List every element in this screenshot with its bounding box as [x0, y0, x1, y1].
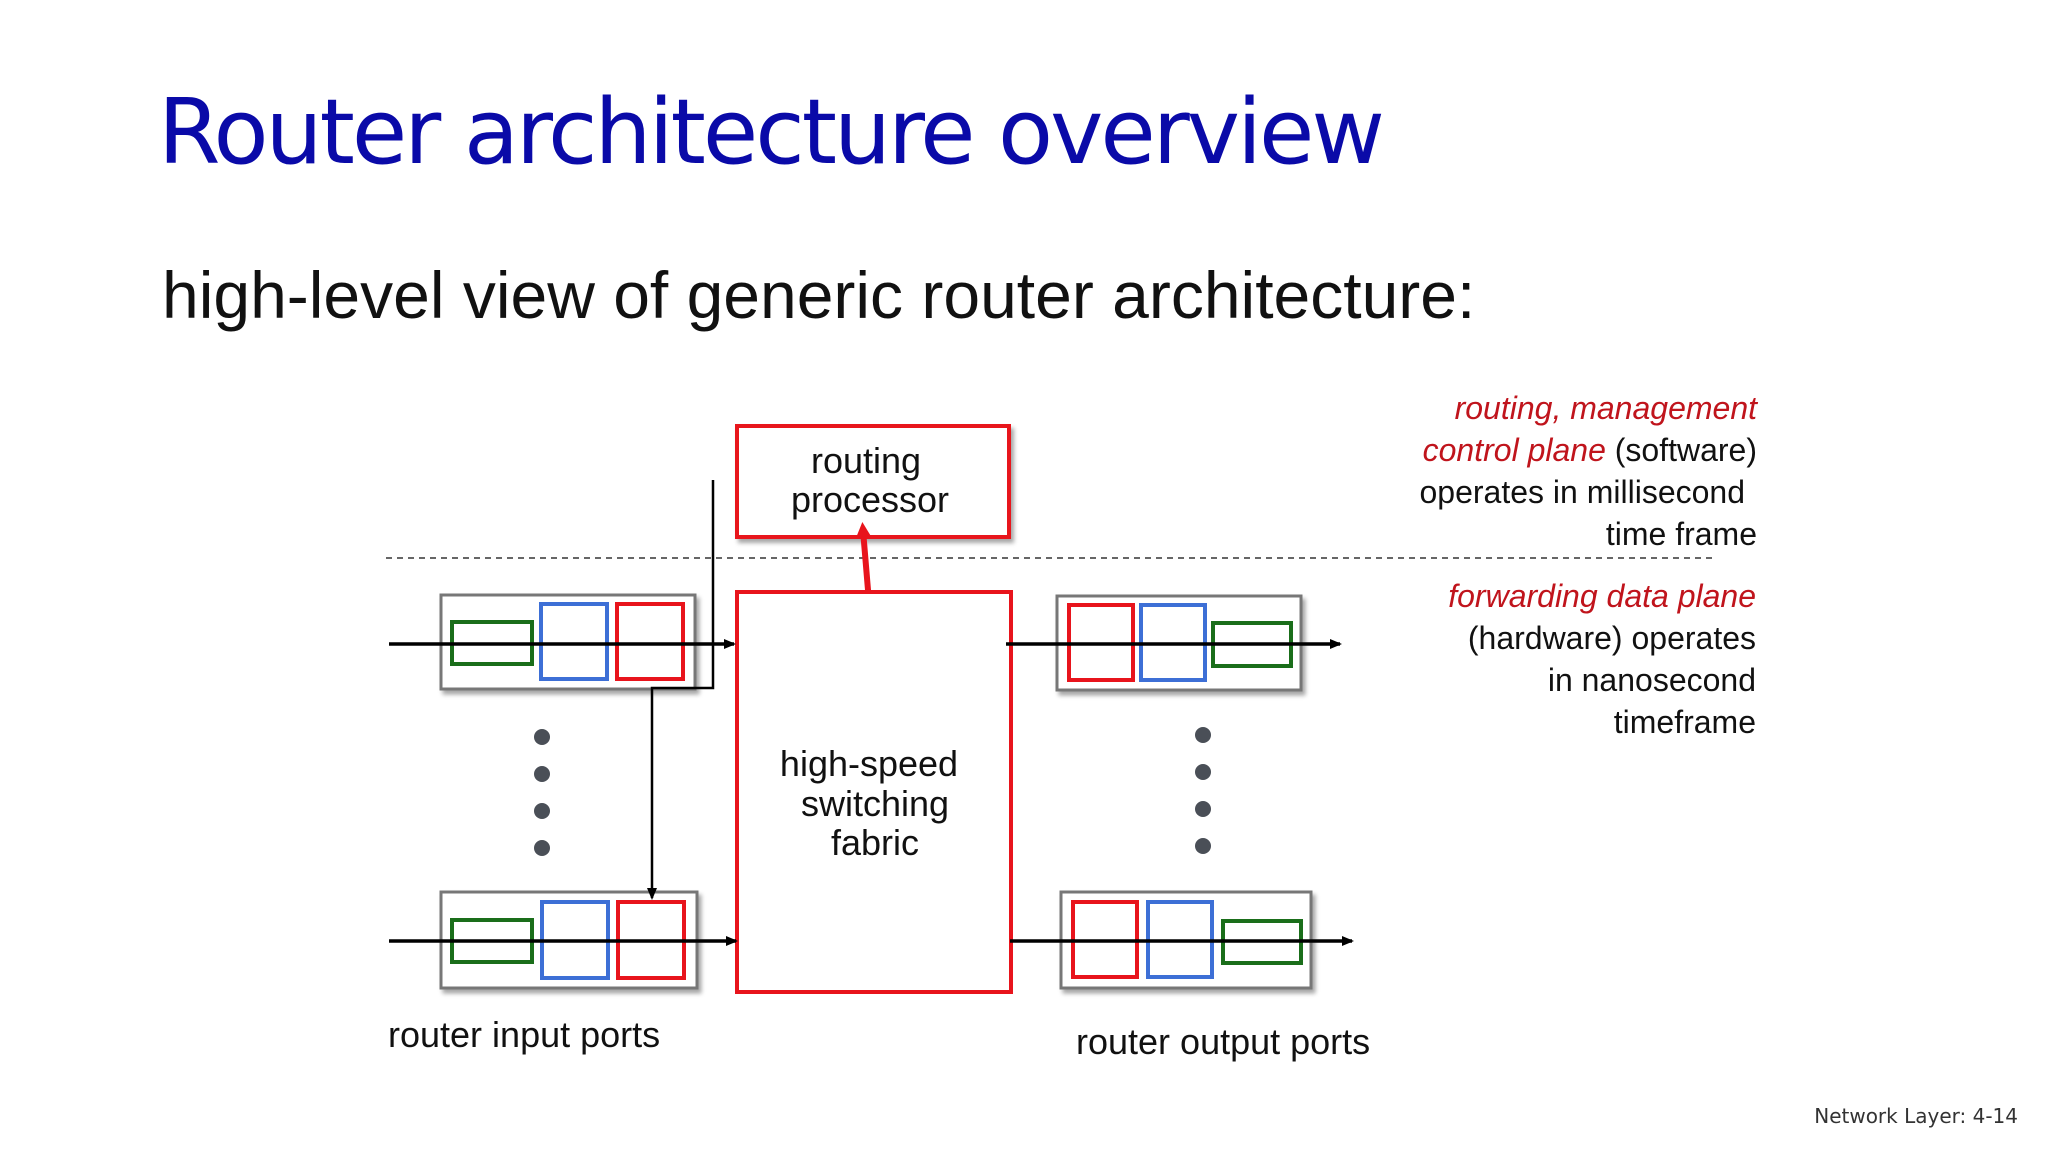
control-plane-note-line2: control plane (software) — [1423, 432, 1757, 468]
data-plane-note: forwarding data plane (hardware) operate… — [1448, 578, 1756, 740]
input-port-top — [439, 593, 697, 691]
routing-processor-label-line1: routing — [811, 440, 921, 481]
control-plane-software: (software) — [1606, 432, 1757, 468]
control-plane-note-line4: time frame — [1606, 516, 1757, 552]
queue-blue — [539, 602, 609, 681]
data-plane-note-line1: forwarding data plane — [1448, 578, 1756, 614]
slide-title: Router architecture overview — [158, 80, 1385, 185]
slide-footer: Network Layer: 4-14 — [1814, 1104, 2018, 1128]
input-ports-ellipsis — [534, 729, 550, 856]
switching-fabric-box — [735, 590, 1013, 994]
queue-red — [615, 602, 685, 681]
data-plane-note-line2: (hardware) operates — [1468, 620, 1756, 656]
output-ports-ellipsis — [1195, 727, 1211, 854]
slide-subtitle: high-level view of generic router archit… — [162, 258, 1476, 332]
control-plane-note: routing, management control plane (softw… — [1420, 390, 1759, 552]
input-ports-label: router input ports — [388, 1014, 660, 1055]
data-plane-note-line3: in nanosecond — [1548, 662, 1756, 698]
routing-connector-line — [647, 480, 715, 900]
control-plane-term: control plane — [1423, 432, 1606, 468]
switching-fabric-label-line1: high-speed — [780, 743, 958, 784]
switching-fabric-label-line2: switching — [801, 783, 949, 824]
switching-fabric-label-line3: fabric — [831, 822, 919, 863]
control-plane-note-line3: operates in millisecond — [1420, 474, 1746, 510]
data-plane-note-line4: timeframe — [1614, 704, 1756, 740]
routing-processor-label-line2: processor — [791, 479, 949, 520]
control-plane-note-line1: routing, management — [1455, 390, 1759, 426]
output-ports-label: router output ports — [1076, 1021, 1370, 1062]
